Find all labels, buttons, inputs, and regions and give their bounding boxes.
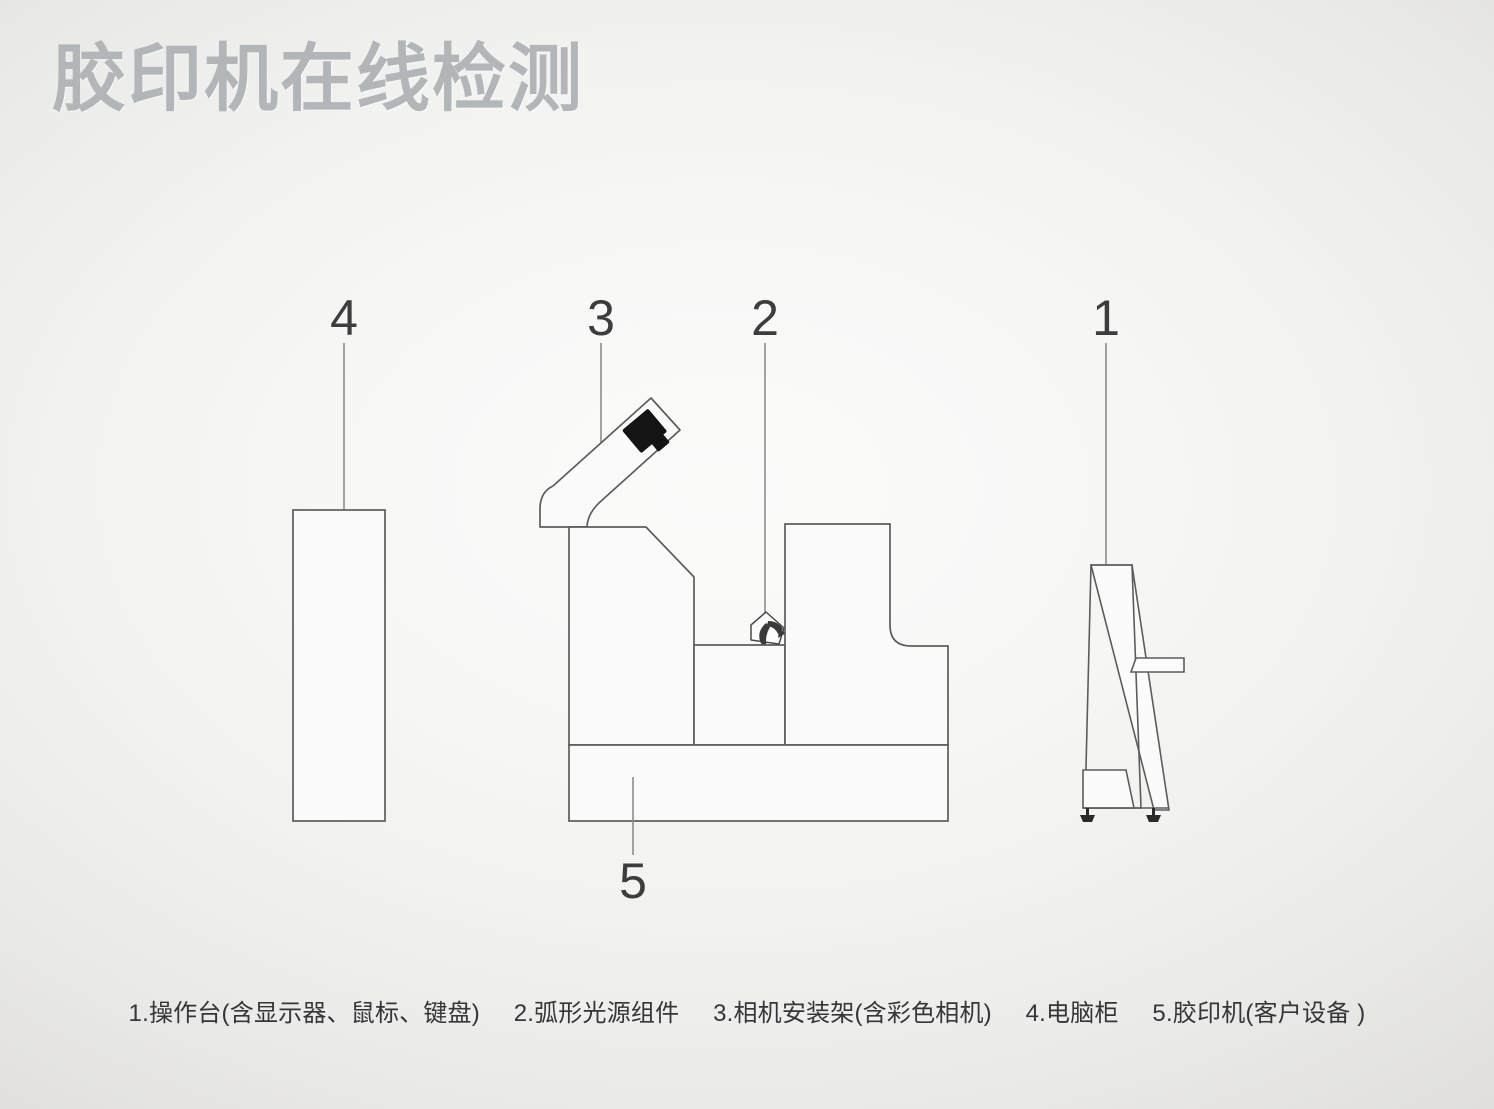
- legend-item-4: 4.电脑柜: [1025, 1000, 1119, 1027]
- callout-number-4: 4: [330, 290, 358, 346]
- press-mid-block: [693, 644, 786, 746]
- callout-number-2: 2: [751, 290, 779, 346]
- console-base-plate: [1082, 769, 1135, 809]
- operator-console-group: [1080, 343, 1185, 822]
- press-left-tower: [568, 526, 695, 746]
- offset-press-group: [568, 523, 949, 855]
- computer-cabinet-body: [292, 509, 386, 822]
- camera-mount-group: [539, 343, 681, 529]
- callout-number-3: 3: [587, 290, 615, 346]
- console-leveling-foot-left: [1080, 808, 1095, 822]
- arc-light-source-group: [750, 343, 786, 648]
- arc-lamp-left: [759, 623, 770, 648]
- press-right-tower: [784, 523, 949, 746]
- color-camera-head: [622, 409, 670, 453]
- console-keyboard-tray: [1129, 657, 1185, 673]
- arc-lamp-tip: [778, 629, 786, 638]
- callout-number-group: 4 3 2 1 5: [330, 290, 1120, 909]
- press-base-plinth: [568, 744, 949, 822]
- legend-item-5: 5.胶印机(客户设备 ): [1152, 1000, 1366, 1027]
- legend-item-1: 1.操作台(含显示器、鼠标、键盘): [128, 1000, 480, 1027]
- camera-mount-arm: [539, 397, 681, 529]
- page-title: 胶印机在线检测: [52, 37, 584, 120]
- callout-number-5: 5: [619, 853, 647, 909]
- legend-caption: 1.操作台(含显示器、鼠标、键盘) 2.弧形光源组件 3.相机安装架(含彩色相机…: [0, 993, 1494, 1028]
- legend-item-2: 2.弧形光源组件: [513, 1000, 680, 1027]
- callout-number-1: 1: [1092, 290, 1120, 346]
- legend-item-3: 3.相机安装架(含彩色相机): [713, 1000, 992, 1027]
- computer-cabinet-group: [292, 343, 386, 822]
- console-leveling-foot-right: [1146, 808, 1161, 822]
